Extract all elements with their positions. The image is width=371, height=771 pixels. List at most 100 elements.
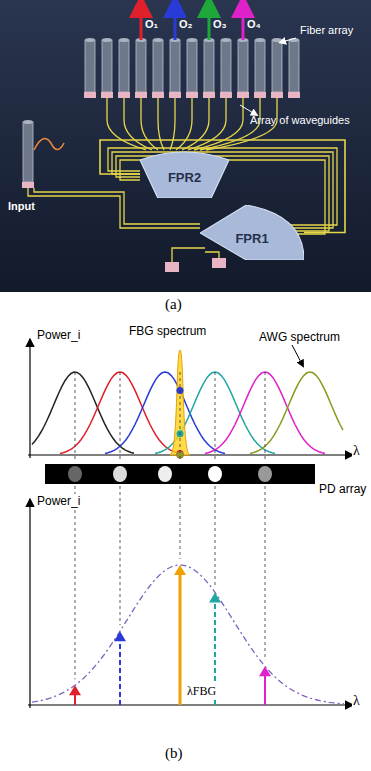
- output-label: O₃: [213, 18, 227, 30]
- axis-label: Power_i: [36, 328, 81, 342]
- axis: [28, 704, 352, 705]
- fiber-end: [272, 38, 282, 42]
- fiber-end: [153, 38, 163, 42]
- fiber: [187, 40, 197, 92]
- fiber: [238, 40, 248, 92]
- fiber: [102, 40, 112, 92]
- pd-label: PD array: [318, 482, 367, 496]
- fiber-end: [85, 38, 95, 42]
- fiber: [221, 40, 231, 92]
- fiber: [272, 40, 282, 92]
- fiber-end: [221, 38, 231, 42]
- pd-array: [45, 464, 315, 484]
- fiber-end: [255, 38, 265, 42]
- output-arrow: [242, 6, 245, 40]
- fiber: [255, 40, 265, 92]
- fiber: [85, 40, 95, 92]
- curve-label: AWG spectrum: [258, 330, 341, 344]
- panel-label: (b): [165, 745, 183, 762]
- axis: [29, 500, 30, 708]
- pad: [203, 92, 215, 98]
- awg-curve: [32, 372, 134, 453]
- power-arrow: [179, 574, 182, 705]
- axis: [29, 340, 30, 458]
- waveguide-connector: [100, 140, 345, 233]
- pd: [158, 466, 172, 482]
- pd: [113, 466, 127, 482]
- output-arrow: [174, 6, 177, 40]
- chip-illustration: [0, 0, 371, 292]
- arrow-head: [209, 592, 221, 602]
- pd: [258, 466, 272, 482]
- axis-label: λ: [352, 693, 361, 709]
- awg-curve: [105, 372, 225, 454]
- leader: [292, 345, 303, 366]
- output-label: O₄: [247, 18, 261, 30]
- fiber: [204, 40, 214, 92]
- pad: [84, 92, 96, 98]
- waveguide-label: Array of waveguides: [250, 114, 350, 126]
- waveguide: [124, 98, 152, 150]
- awg-curve: [250, 372, 343, 454]
- fiber-end: [102, 38, 112, 42]
- output-label: O₁: [145, 18, 158, 30]
- pad: [152, 92, 164, 98]
- fiber: [136, 40, 146, 92]
- axis-label: Power_i: [36, 494, 81, 508]
- power-arrow: [74, 694, 76, 705]
- pad: [271, 92, 283, 98]
- fiber-end: [187, 38, 197, 42]
- output-arrow: [208, 6, 211, 40]
- output-label: O₂: [179, 18, 192, 30]
- power-arrow: [264, 675, 266, 705]
- pad: [22, 182, 34, 188]
- guide-line: [215, 372, 216, 586]
- pad: [186, 92, 198, 98]
- input-label: Input: [8, 200, 35, 212]
- waveguide: [112, 152, 333, 228]
- fpr-fill: [200, 205, 304, 260]
- arrow-head: [114, 631, 126, 641]
- fiber-end: [23, 120, 33, 124]
- pad: [237, 92, 249, 98]
- waveguide: [182, 98, 209, 150]
- fpr-shape: FPR1: [200, 205, 304, 260]
- waveguide: [141, 98, 158, 150]
- pad: [101, 92, 113, 98]
- node-label: FPR1: [200, 231, 304, 246]
- fiber: [289, 40, 299, 92]
- fiber: [153, 40, 163, 92]
- waveguide: [107, 98, 146, 150]
- envelope: [32, 565, 344, 704]
- pad: [254, 92, 266, 98]
- fiber: [23, 122, 33, 182]
- waveguide: [194, 98, 243, 150]
- fpr-shape: FPR2: [140, 150, 229, 198]
- arrow-head: [174, 565, 186, 575]
- curve-label: FBG spectrum: [128, 324, 207, 338]
- guide-line: [120, 372, 121, 625]
- wavelength-label: λFBG: [186, 684, 217, 699]
- waveguide: [158, 98, 164, 150]
- pad: [288, 92, 300, 98]
- guide-line: [265, 372, 266, 660]
- arrow-head: [259, 666, 271, 676]
- power-arrow: [119, 640, 121, 705]
- pad: [135, 92, 147, 98]
- fiber: [119, 40, 129, 92]
- pad: [118, 92, 130, 98]
- arrow-head: [69, 685, 81, 695]
- fiber-array-label: Fiber array: [300, 24, 353, 36]
- waveguide: [176, 98, 192, 150]
- pd: [208, 466, 222, 482]
- panel-label: (a): [165, 296, 182, 313]
- guide-line: [180, 372, 181, 559]
- fiber-end: [119, 38, 129, 42]
- waveguide: [170, 98, 175, 150]
- guide-line: [75, 372, 76, 679]
- fiber: [170, 40, 180, 92]
- output-arrow: [140, 6, 143, 40]
- fpr-fill: [140, 152, 229, 198]
- pd: [68, 466, 82, 482]
- node-label: FPR2: [140, 170, 229, 185]
